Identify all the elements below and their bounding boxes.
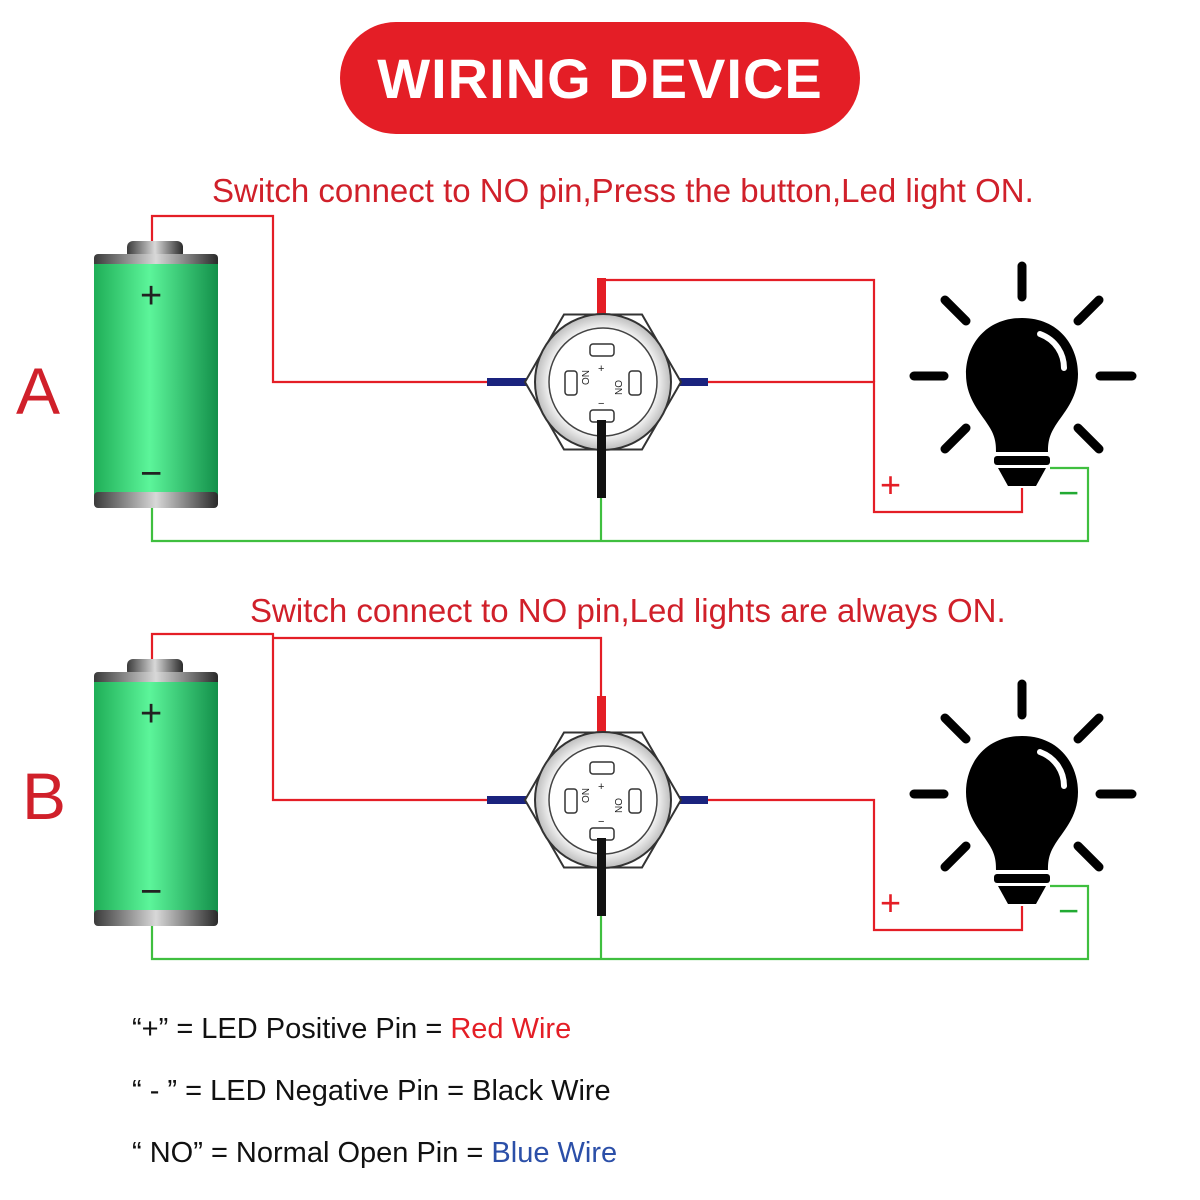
battery-icon: +− (94, 659, 218, 926)
battery-minus-label: − (140, 453, 162, 495)
legend-symbol: “+” (132, 1013, 169, 1045)
wire-switch-positive (273, 636, 603, 698)
wire-ground (150, 466, 1090, 543)
light-bulb-icon: +− (880, 261, 1137, 513)
legend-wire-label: Blue Wire (491, 1137, 618, 1169)
title-banner: WIRING DEVICE (340, 22, 860, 134)
switch-pin-no-right (628, 370, 642, 396)
bulb-highlight (1037, 749, 1067, 789)
bulb-base-ring (994, 456, 1050, 465)
wire-switch-positive (601, 278, 876, 382)
legend-row-negative: “ - ” = LED Negative Pin = Black Wire (132, 1075, 611, 1108)
switch-pin-positive (589, 343, 615, 357)
battery-body (94, 682, 218, 914)
bulb-minus-label: − (1058, 472, 1079, 513)
bulb-ray (940, 423, 971, 454)
light-bulb-icon: +− (880, 679, 1137, 931)
switch-pin-no-right-label: NO (614, 380, 625, 395)
switch-negative-lead (597, 420, 606, 498)
bulb-glass (966, 736, 1078, 870)
battery-plus-label: + (140, 275, 162, 317)
switch-negative-lead (597, 838, 606, 916)
switch-pin-no-left (564, 788, 578, 814)
legend-description: = LED Positive Pin = (176, 1013, 443, 1045)
bulb-ray (1073, 423, 1104, 454)
section-b-letter: B (22, 759, 67, 833)
legend-symbol: “ - ” (132, 1075, 178, 1107)
legend-description: = LED Negative Pin = (185, 1075, 465, 1107)
legend-row-normal-open: “ NO” = Normal Open Pin = Blue Wire (132, 1137, 617, 1170)
bulb-ray (940, 713, 971, 744)
switch-pin-no-right-label: NO (614, 798, 625, 813)
bulb-ray (1073, 713, 1104, 744)
bulb-ray (940, 841, 971, 872)
section-b-caption: Switch connect to NO pin,Led lights are … (250, 592, 1006, 629)
switch-pin-no-left-label: NO (579, 370, 590, 385)
battery-body (94, 264, 218, 496)
switch-pin-minus-label: − (598, 398, 604, 410)
bulb-plus-label: + (880, 882, 901, 923)
bulb-minus-label: − (1058, 890, 1079, 931)
switch-pin-minus-label: − (598, 816, 604, 828)
bulb-glass (966, 318, 1078, 452)
bulb-ray (940, 295, 971, 326)
switch-pin-no-left (564, 370, 578, 396)
section-a-caption: Switch connect to NO pin,Press the butto… (212, 172, 1034, 209)
wire-no-to-bulb (707, 380, 1024, 514)
switch-positive-lead (597, 278, 606, 340)
wire-no-to-bulb (707, 798, 1024, 932)
battery-icon: +− (94, 241, 218, 508)
switch-positive-lead (597, 696, 606, 758)
battery-bottom-cap (94, 492, 218, 508)
switch-pin-plus-label: + (598, 363, 604, 375)
battery-minus-label: − (140, 871, 162, 913)
bulb-base-ring (994, 874, 1050, 883)
legend-wire-label: Red Wire (450, 1013, 572, 1045)
bulb-highlight (1037, 331, 1067, 371)
legend-wire-label: Black Wire (472, 1075, 611, 1107)
section-a-letter: A (16, 354, 61, 428)
switch-pin-no-left-label: NO (579, 788, 590, 803)
switch-pin-plus-label: + (598, 781, 604, 793)
battery-plus-label: + (140, 693, 162, 735)
page-title: WIRING DEVICE (377, 46, 823, 110)
battery-bottom-cap (94, 910, 218, 926)
bulb-base-tip (998, 886, 1046, 904)
bulb-ray (1073, 295, 1104, 326)
legend-row-positive: “+” = LED Positive Pin = Red Wire (132, 1013, 571, 1046)
bulb-ray (1073, 841, 1104, 872)
legend-symbol: “ NO” (132, 1137, 203, 1169)
switch-pin-no-right (628, 788, 642, 814)
legend-description: = Normal Open Pin = (210, 1137, 484, 1169)
wire-battery-positive (150, 214, 500, 384)
bulb-plus-label: + (880, 464, 901, 505)
bulb-base-tip (998, 468, 1046, 486)
wire-ground (150, 884, 1090, 961)
switch-pin-positive (589, 761, 615, 775)
wire-battery-positive (150, 632, 500, 802)
